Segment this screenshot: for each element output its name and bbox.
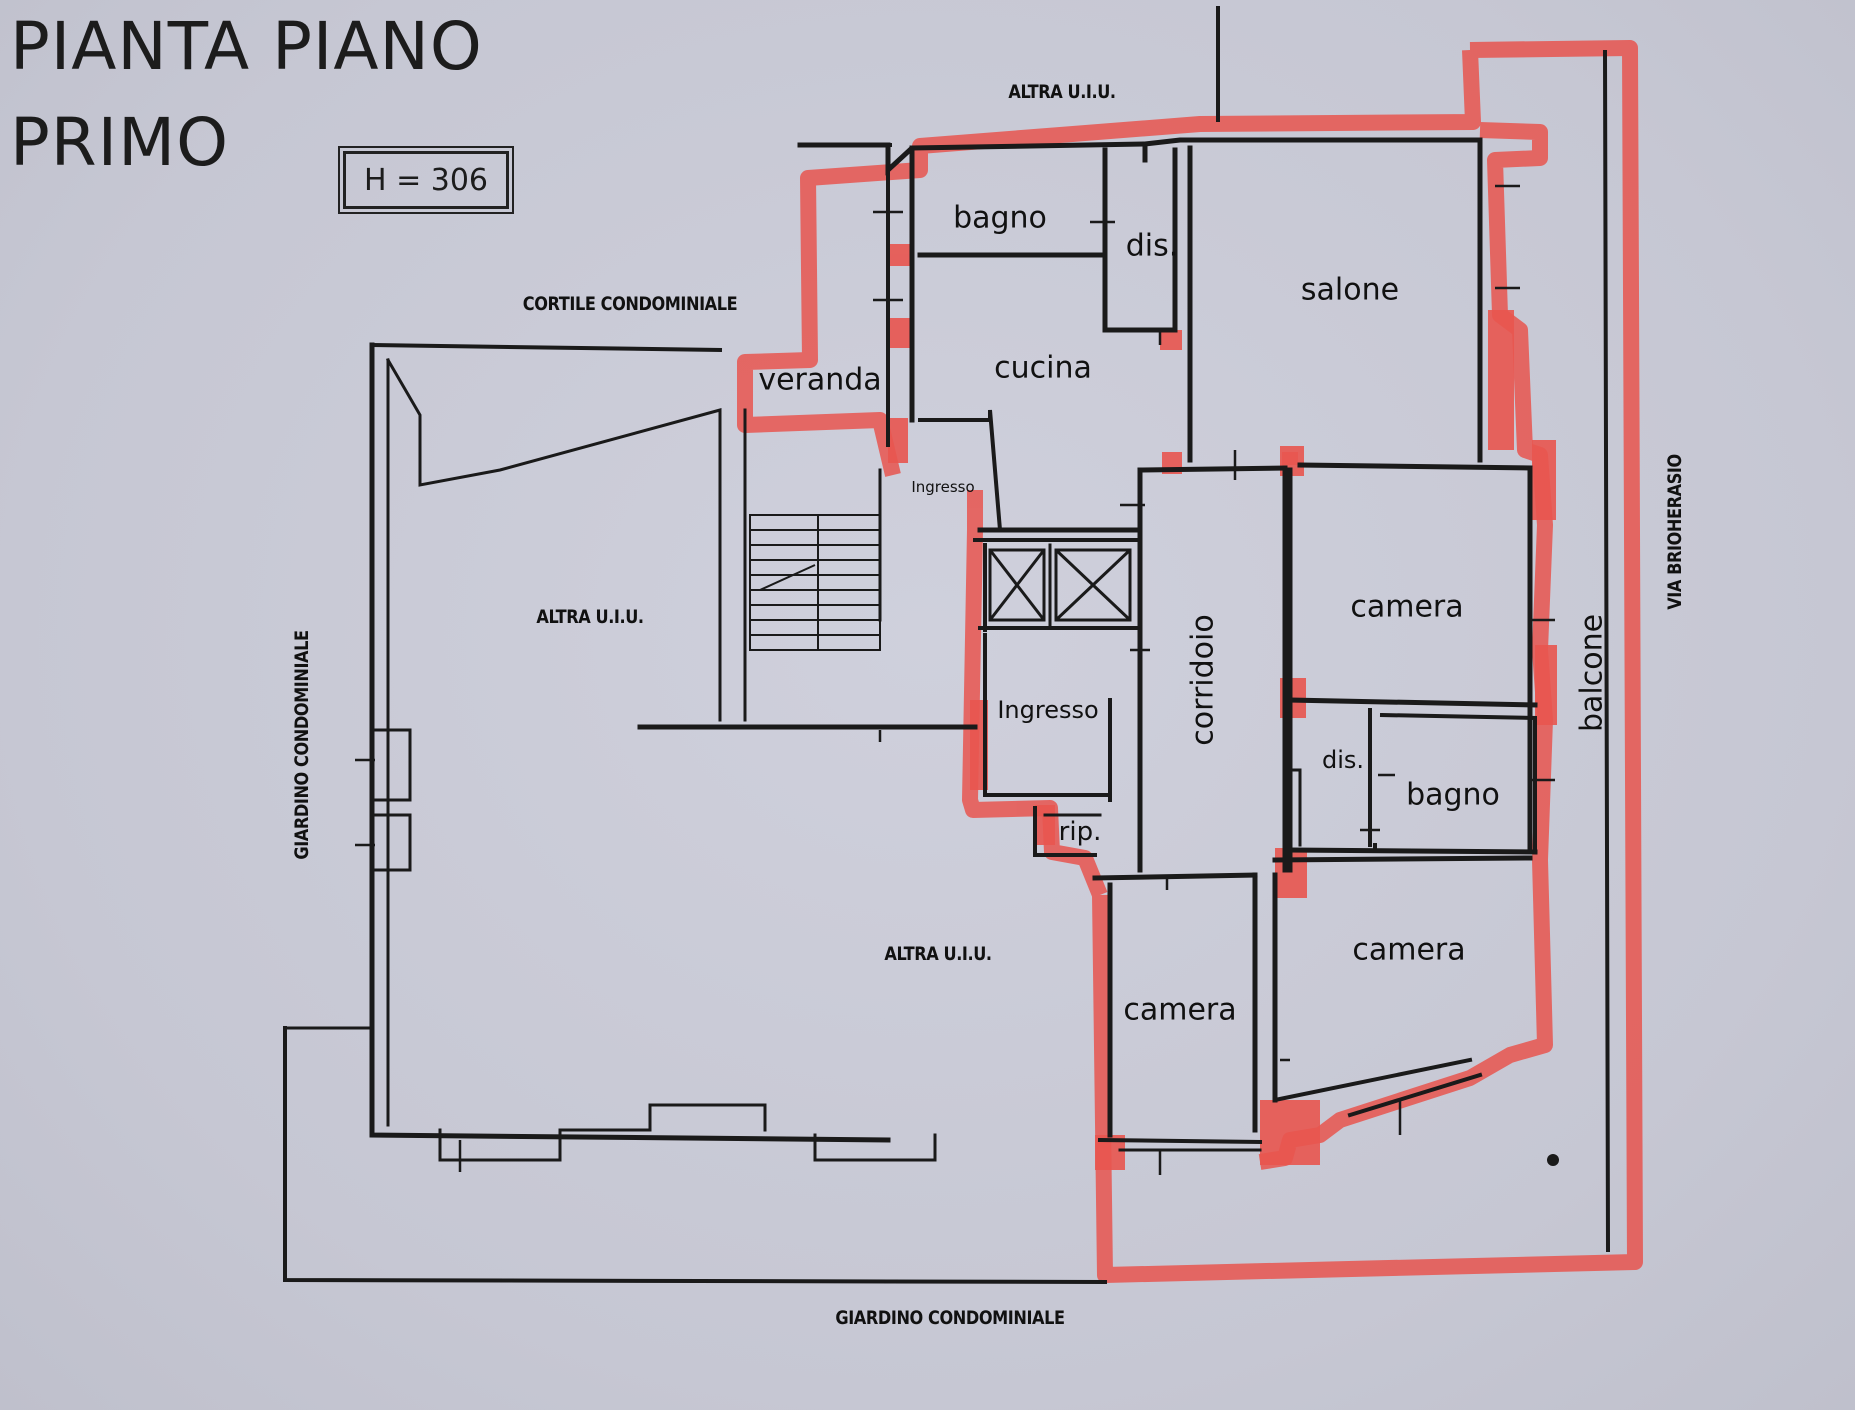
room-dis-2: dis. bbox=[1321, 746, 1365, 774]
door-marks bbox=[355, 184, 1555, 1175]
label-cortile-condominiale: CORTILE CONDOMINIALE bbox=[522, 293, 738, 315]
marker-dot bbox=[1547, 1154, 1559, 1166]
highlight-wall-blocks bbox=[888, 244, 1557, 1170]
walls bbox=[283, 6, 1611, 1285]
label-via: VIA BRIOHERASIO bbox=[1664, 454, 1686, 610]
ceiling-height-label: H = 306 bbox=[338, 146, 514, 214]
room-bagno-2: bagno bbox=[1406, 777, 1500, 813]
label-altra-uiu-left: ALTRA U.I.U. bbox=[536, 606, 644, 628]
staircase bbox=[749, 514, 881, 651]
plan-title-line2: PRIMO bbox=[10, 104, 230, 181]
room-camera-2: camera bbox=[1352, 932, 1466, 968]
room-balcone: balcone bbox=[1574, 613, 1610, 733]
plan-title-line1: PIANTA PIANO bbox=[10, 8, 483, 85]
room-veranda: veranda bbox=[758, 362, 882, 398]
room-dis-top: dis. bbox=[1125, 228, 1179, 264]
label-giardino-bottom: GIARDINO CONDOMINIALE bbox=[835, 1307, 1065, 1329]
room-rip: rip. bbox=[1058, 817, 1102, 847]
room-camera-3: camera bbox=[1123, 992, 1237, 1028]
room-corridoio: corridoio bbox=[1185, 614, 1221, 746]
room-salone: salone bbox=[1300, 272, 1400, 308]
room-camera-1: camera bbox=[1350, 589, 1464, 625]
room-ingresso: Ingresso bbox=[997, 696, 1099, 724]
label-giardino-left: GIARDINO CONDOMINIALE bbox=[291, 630, 313, 860]
label-altra-uiu-top: ALTRA U.I.U. bbox=[1008, 81, 1116, 103]
label-altra-uiu-bottom: ALTRA U.I.U. bbox=[884, 943, 992, 965]
lift-shafts bbox=[988, 548, 1132, 622]
room-ingresso-small: Ingresso bbox=[911, 478, 975, 496]
room-bagno-top: bagno bbox=[953, 200, 1047, 236]
room-cucina: cucina bbox=[994, 350, 1092, 386]
